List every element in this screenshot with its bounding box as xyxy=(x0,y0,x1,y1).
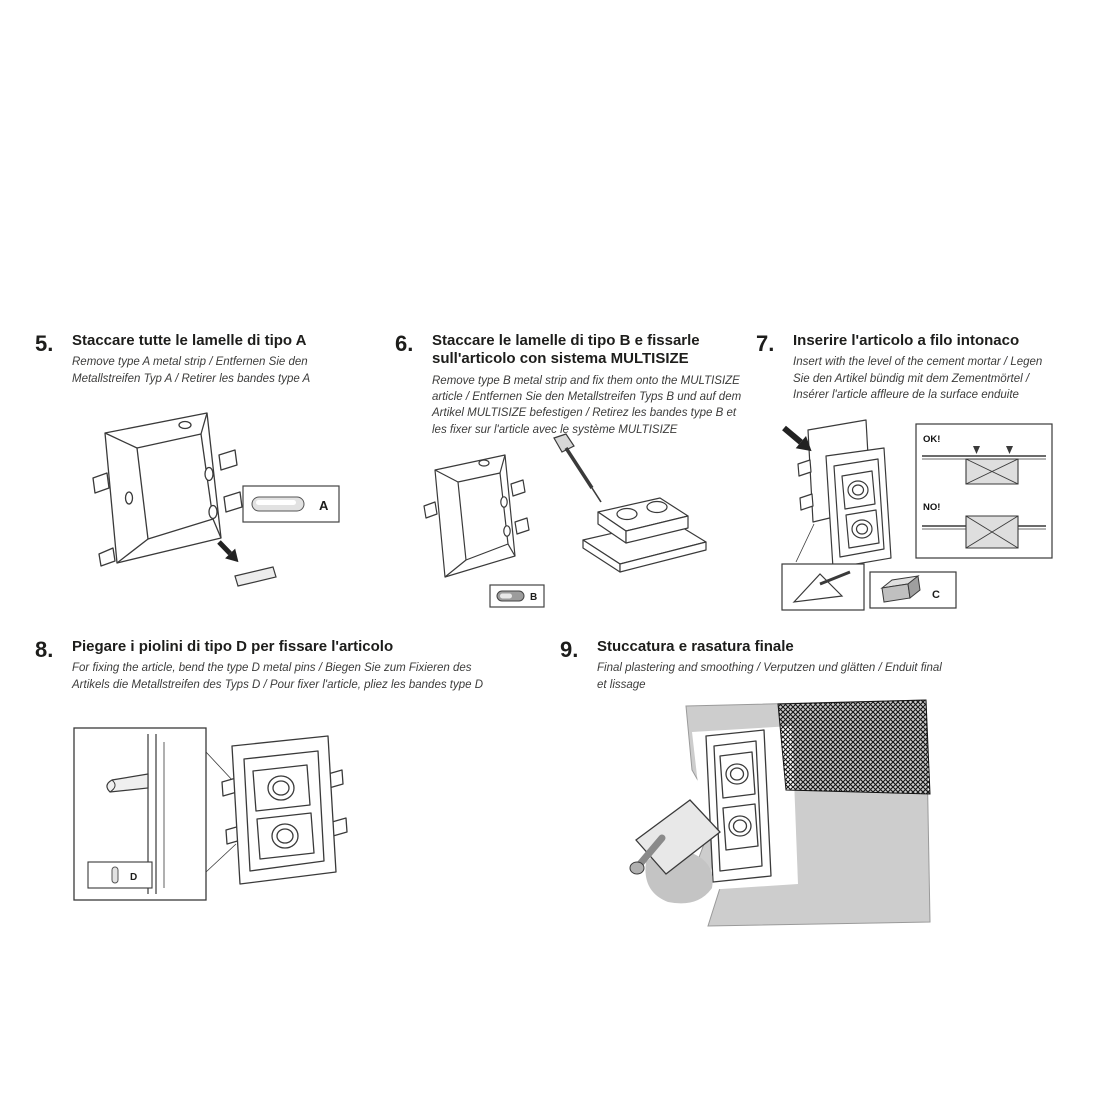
step-number: 5. xyxy=(35,331,54,356)
step-9-figure xyxy=(628,692,946,935)
step-number: 8. xyxy=(35,637,54,662)
box-and-multisize-drawing: B xyxy=(423,433,707,608)
step-title: Inserire l'articolo a filo intonaco xyxy=(793,332,1020,349)
step-7: 7. Inserire l'articolo a filo intonaco I… xyxy=(756,332,1056,403)
bend-pins-drawing: D xyxy=(73,727,348,901)
recessed-frame xyxy=(705,729,772,883)
insert-flush-drawing: OK! NO! xyxy=(781,419,1053,611)
step-subtitle: Final plastering and smoothing / Verputz… xyxy=(597,662,942,691)
ok-no-panel: OK! NO! xyxy=(915,423,1053,559)
ok-label: OK! xyxy=(923,434,940,445)
step-number: 9. xyxy=(560,637,579,662)
step-8-figure: D xyxy=(60,722,360,910)
step-9: 9. Stuccatura e rasatura finale Final pl… xyxy=(560,638,950,693)
wedge-c-legend: C xyxy=(869,571,957,609)
step-5-figure: A xyxy=(85,398,345,616)
step-title: Stuccatura e rasatura finale xyxy=(597,638,794,655)
trowel-icon xyxy=(629,799,721,875)
strip-b-label: B xyxy=(530,592,537,603)
step-title: Staccare le lamelle di tipo B e fissarle… xyxy=(432,332,700,368)
bent-pin-detail xyxy=(106,773,149,793)
step-title: Staccare tutte le lamelle di tipo A xyxy=(72,332,307,349)
step-title: Piegare i piolini di tipo D per fissare … xyxy=(72,638,394,655)
pin-d-legend: D xyxy=(87,861,153,889)
step-subtitle: For fixing the article, bend the type D … xyxy=(72,662,484,691)
plaster-mesh xyxy=(777,699,931,795)
wedge-c-label: C xyxy=(932,589,940,601)
step-7-figure: OK! NO! xyxy=(770,412,1058,614)
arrow-insert-icon xyxy=(782,425,812,452)
step-5: 5. Staccare tutte le lamelle di tipo A R… xyxy=(35,332,357,387)
arrow-down-icon xyxy=(217,540,239,563)
step-6-figure: B xyxy=(408,432,738,617)
step-subtitle: Remove type A metal strip / Entfernen Si… xyxy=(72,356,311,385)
strip-a-legend: A xyxy=(242,485,340,523)
screwdriver-icon xyxy=(553,433,602,503)
metal-box-drawing: A xyxy=(92,412,340,587)
step-6: 6. Staccare le lamelle di tipo B e fissa… xyxy=(395,332,747,438)
step-number: 7. xyxy=(756,331,775,356)
no-label: NO! xyxy=(923,502,940,513)
strip-a-label: A xyxy=(319,498,329,513)
step-subtitle: Insert with the level of the cement mort… xyxy=(793,356,1043,401)
strip-b-legend: B xyxy=(489,584,545,608)
trowel-legend xyxy=(781,563,865,611)
step-subtitle: Remove type B metal strip and fix them o… xyxy=(432,374,742,436)
pin-d-label: D xyxy=(130,872,137,883)
plastering-drawing xyxy=(629,699,931,927)
step-number: 6. xyxy=(395,331,414,356)
step-8: 8. Piegare i piolini di tipo D per fissa… xyxy=(35,638,505,693)
